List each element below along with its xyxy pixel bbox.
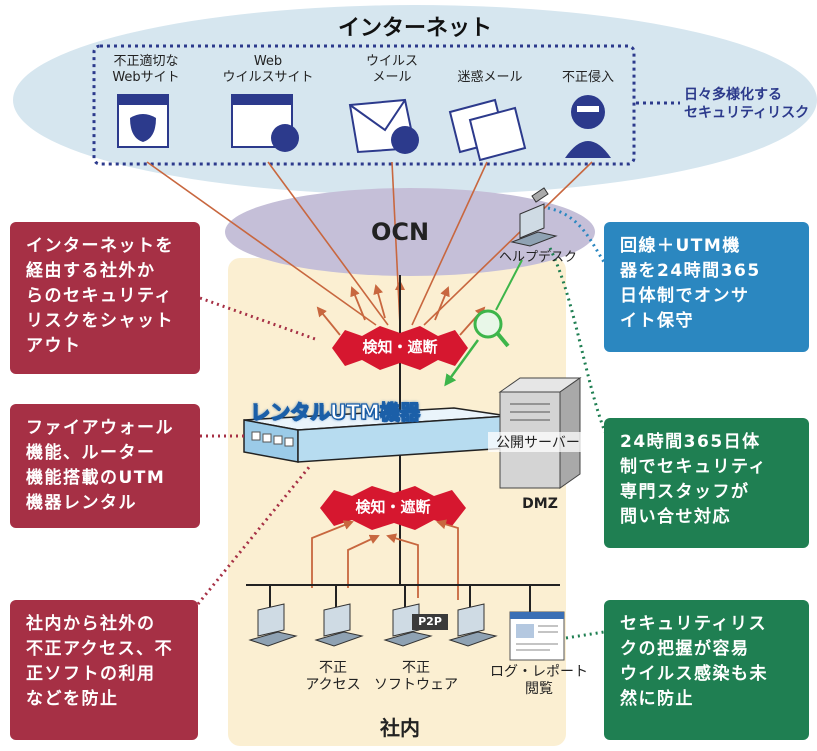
internet-title: インターネット (337, 16, 492, 41)
detect-label-bottom: 検知・遮断 (355, 498, 431, 516)
office-label: 社内 (380, 716, 420, 740)
monitor-line (495, 259, 523, 311)
right-box-risk-visibility-text: セキュリティリス クの把握が容易 ウイルス感染も未 然に防止 (620, 614, 768, 709)
left-box-utm-rental: ファイアウォール 機能、ルーター 機能搭載のUTM 機器レンタル (10, 404, 200, 528)
virus-mail-icon (348, 98, 419, 154)
unauth-software-label: 不正 ソフトウェア (374, 660, 458, 693)
detect-burst-top (332, 326, 468, 370)
bad-website-icon (117, 94, 169, 148)
log-report-icon (509, 611, 565, 661)
blocked-arrows-bottom (311, 519, 459, 600)
p2p-tag-bg (412, 614, 448, 630)
threat-label-intruder: 不正侵入 (561, 70, 614, 85)
spam-mail-icon (448, 98, 527, 162)
ocn-cloud (225, 188, 595, 276)
utm-label: レンタルUTM機器 (249, 399, 420, 424)
dmz-label: DMZ (522, 496, 558, 512)
right-box-support-staff-text: 24時間365日体 制でセキュリティ 専門スタッフが 問い合せ対応 (620, 432, 767, 527)
connector-right-3 (565, 630, 605, 640)
detect-burst-bottom (320, 486, 466, 530)
monitor-arrow (444, 339, 480, 387)
p2p-label: P2P (418, 615, 442, 628)
server-label: 公開サーバー (488, 432, 588, 452)
threat-label-spam-mail: 迷惑メール (457, 70, 523, 85)
right-box-onsite-maintenance: 回線＋UTM機 器を24時間365 日体制でオンサ イト保守 (604, 222, 809, 352)
risk-note: 日々多様化する セキュリティリスク (684, 87, 810, 121)
threat-lines (146, 161, 593, 326)
detect-label-top: 検知・遮断 (362, 338, 438, 356)
connector-right-2 (548, 247, 607, 433)
threat-label-virus-website: Web ウイルスサイト (222, 54, 314, 85)
left-box-utm-rental-text: ファイアウォール 機能、ルーター 機能搭載のUTM 機器レンタル (26, 418, 174, 513)
helpdesk-icon (510, 187, 558, 247)
intruder-icon (565, 95, 611, 158)
magnifier-icon (473, 309, 510, 348)
left-box-external-risk: インターネットを 経由する社外か らのセキュリティ リスクをシャット アウト (10, 222, 200, 374)
left-box-external-risk-text: インターネットを 経由する社外か らのセキュリティ リスクをシャット アウト (26, 236, 174, 356)
connector-right-1 (547, 206, 606, 263)
right-box-support-staff: 24時間365日体 制でセキュリティ 専門スタッフが 問い合せ対応 (604, 418, 809, 548)
helpdesk-label: ヘルプデスク (498, 250, 577, 265)
utm-device (243, 407, 509, 463)
virus-website-icon (231, 94, 299, 152)
threat-label-bad-website: 不正適切な Webサイト (112, 54, 180, 85)
left-box-internal-prevention-text: 社内から社外の 不正アクセス、不 正ソフトの利用 などを防止 (26, 614, 174, 709)
threat-label-virus-mail: ウイルス メール (365, 54, 418, 85)
threat-group-frame (92, 44, 636, 166)
log-report-label: ログ・レポート 閲覧 (490, 664, 588, 697)
right-box-risk-visibility: セキュリティリス クの把握が容易 ウイルス感染も未 然に防止 (604, 600, 809, 740)
internet-cloud (13, 5, 817, 195)
left-box-internal-prevention: 社内から社外の 不正アクセス、不 正ソフトの利用 などを防止 (10, 600, 198, 740)
right-box-onsite-maintenance-text: 回線＋UTM機 器を24時間365 日体制でオンサ イト保守 (620, 236, 761, 331)
unauth-access-label: 不正 アクセス (305, 660, 361, 693)
ocn-label: OCN (370, 218, 430, 246)
